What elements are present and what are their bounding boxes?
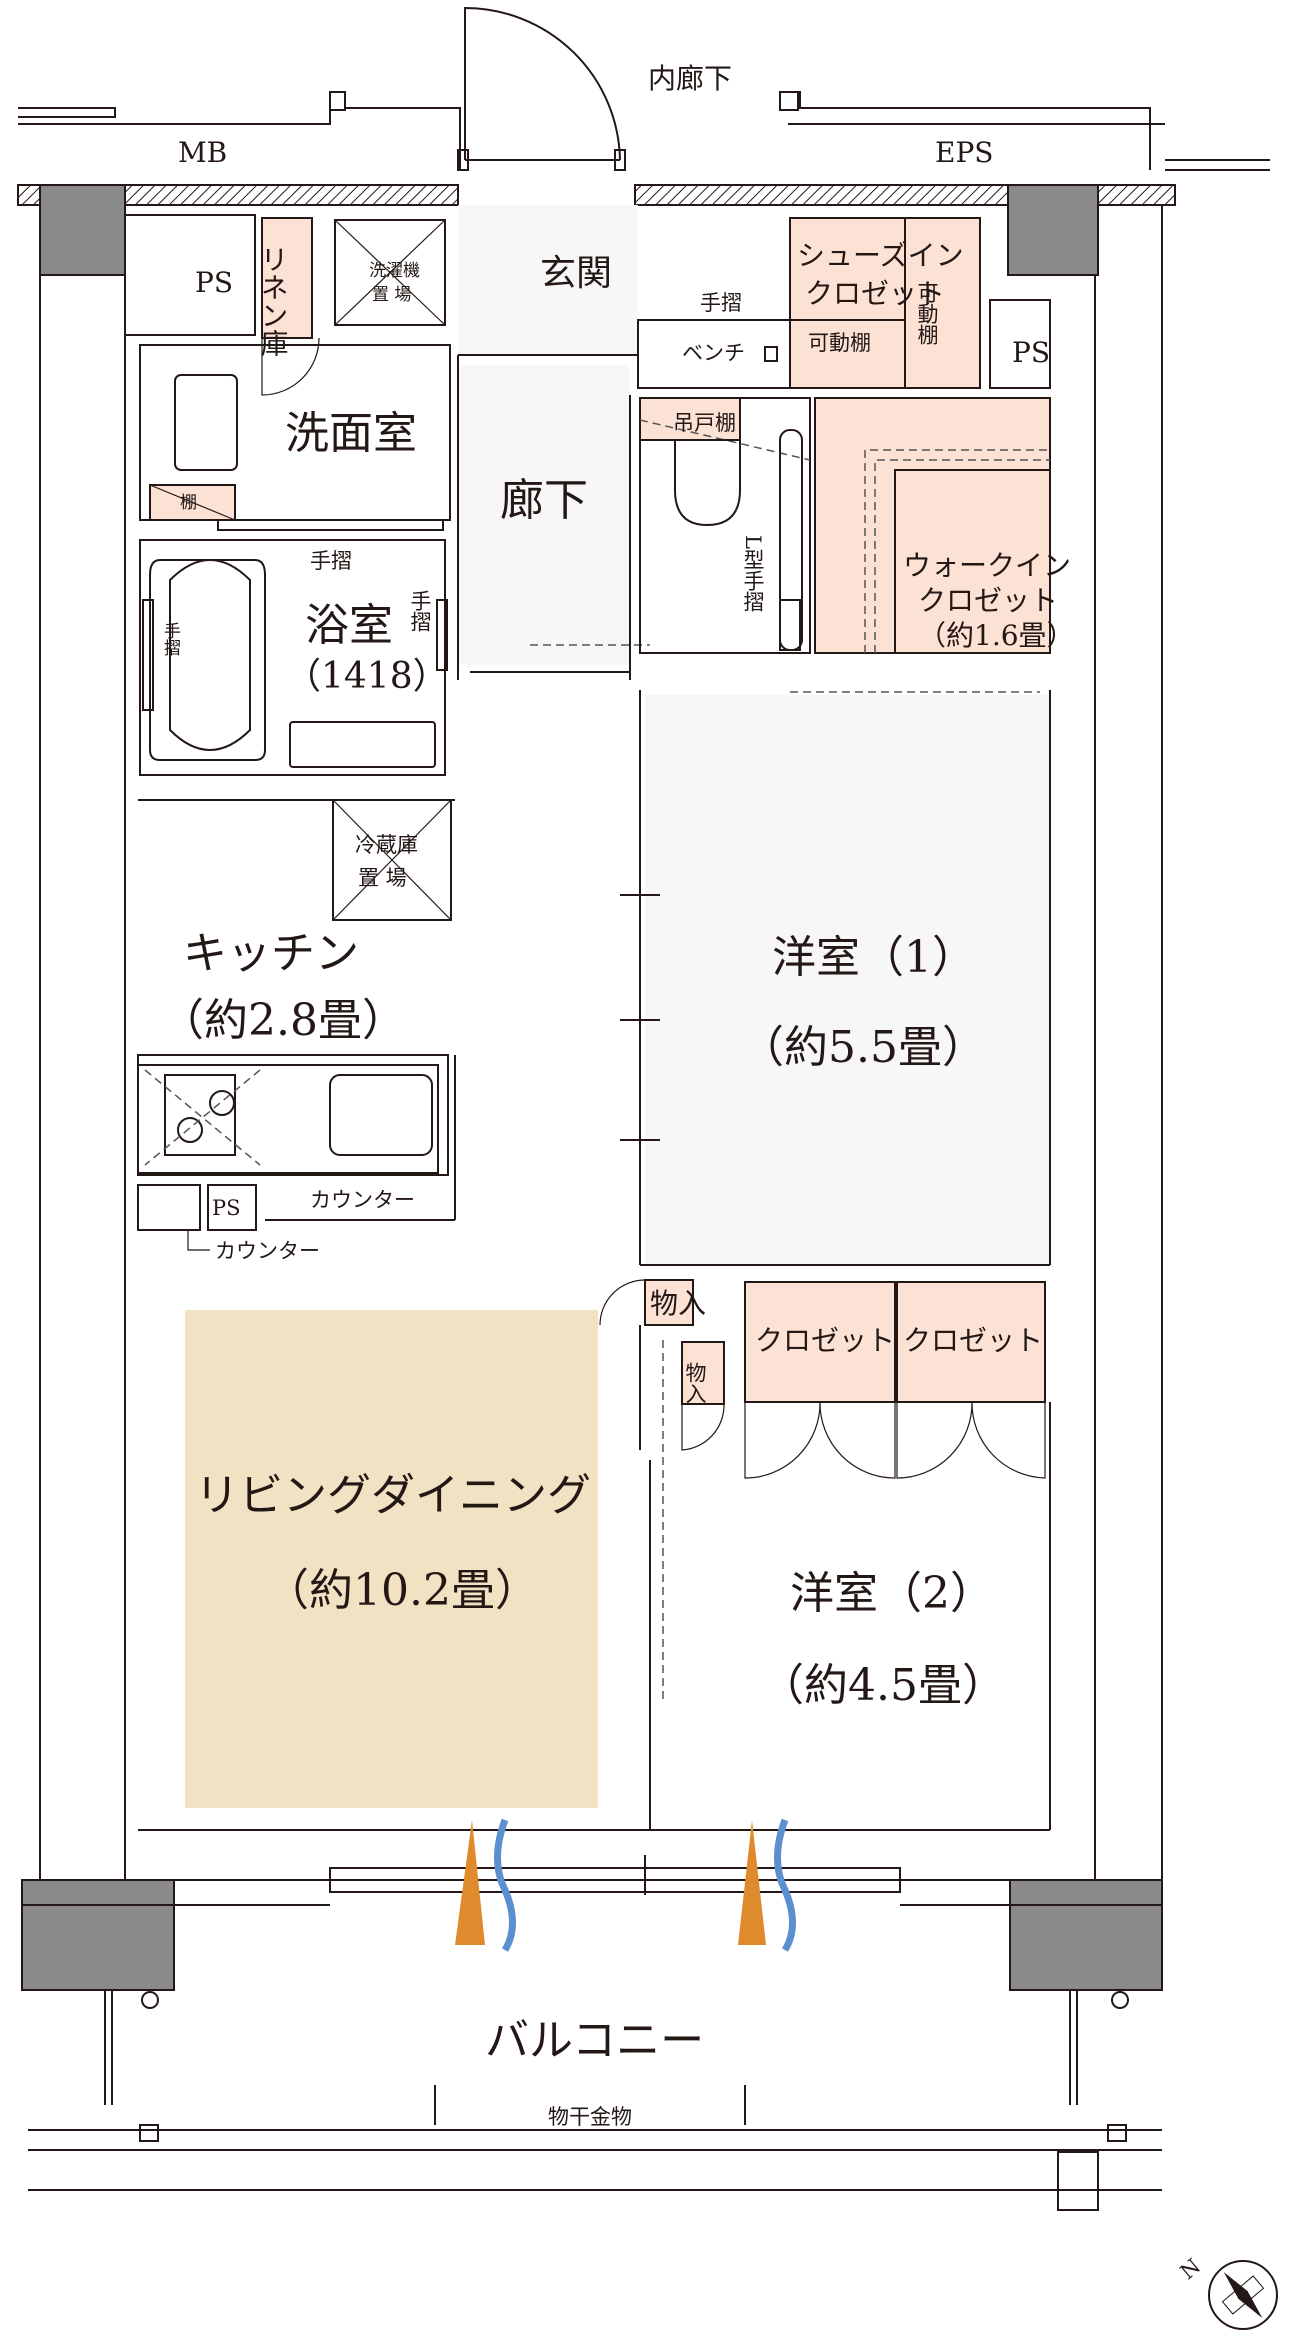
label-ldk-size: （約10.2畳） xyxy=(265,1565,539,1616)
kitchen xyxy=(137,799,456,1251)
labels: 内廊下 MB EPS PS リネン庫 洗濯機 置 場 玄関 シューズイン クロゼ… xyxy=(160,62,1205,2284)
label-ps-kitchen: PS xyxy=(212,1196,241,1220)
label-movable-shelf: 可動棚 xyxy=(808,331,871,355)
label-hanging-shelf: 吊戸棚 xyxy=(673,411,736,435)
label-fridge-2: 置 場 xyxy=(358,866,407,890)
label-western-1-size: （約5.5畳） xyxy=(740,1022,986,1073)
label-fridge-1: 冷蔵庫 xyxy=(355,833,418,857)
label-ps-top-left: PS xyxy=(195,266,233,299)
label-kitchen-size: （約2.8畳） xyxy=(160,995,406,1046)
structural-columns xyxy=(21,184,1163,1991)
kitchen-sink-icon xyxy=(329,1074,433,1156)
linen-storage xyxy=(261,217,320,396)
label-shoes-closet-1: シューズイン xyxy=(797,239,964,272)
closets xyxy=(744,1281,1046,1479)
sliding-windows xyxy=(329,1855,901,1895)
label-eps: EPS xyxy=(935,136,993,169)
label-wic-3: （約1.6畳） xyxy=(918,619,1075,652)
label-washroom: 洗面室 xyxy=(285,408,417,459)
label-bath: 浴室 xyxy=(305,600,393,651)
airflow-icon xyxy=(455,1818,796,1952)
label-washer-1: 洗濯機 xyxy=(369,261,420,281)
storage-units xyxy=(599,1279,725,1451)
label-handrail-bath-left: 手摺 xyxy=(160,622,181,657)
label-wic-2: クロゼット xyxy=(918,584,1058,617)
label-shelf: 棚 xyxy=(180,493,197,513)
stove-icon xyxy=(164,1074,236,1156)
entrance xyxy=(458,205,638,356)
label-north: N xyxy=(1176,2254,1206,2284)
label-counter-2: カウンター xyxy=(215,1239,320,1263)
outer-walls xyxy=(22,205,1163,1906)
washer-area xyxy=(334,219,446,326)
sink-icon xyxy=(174,374,238,471)
label-closet-1: クロゼット xyxy=(755,1324,895,1357)
exterior-top xyxy=(17,6,1270,206)
label-bench: ベンチ xyxy=(682,341,745,365)
label-ldk: リビングダイニング xyxy=(195,1470,591,1521)
label-movable-shelf-vertical: 可動棚 xyxy=(915,282,939,345)
washroom xyxy=(139,344,451,531)
bathtub-icon xyxy=(149,559,266,761)
label-l-handrail: L型手摺 xyxy=(741,535,765,612)
fridge-space xyxy=(332,799,452,921)
label-kitchen: キッチン xyxy=(183,928,359,979)
label-closet-2: クロゼット xyxy=(903,1324,1043,1357)
label-balcony: バルコニー xyxy=(485,2015,704,2066)
label-storage-1: 物入 xyxy=(650,1287,706,1320)
western-room-1 xyxy=(620,690,1051,1266)
label-handrail-bath-top: 手摺 xyxy=(310,549,352,573)
label-drying-hardware: 物干金物 xyxy=(548,2105,632,2129)
bathroom xyxy=(139,539,448,776)
toilet-icon xyxy=(674,439,741,527)
label-handrail-bath-right: 手摺 xyxy=(408,590,432,632)
label-washer-2: 置 場 xyxy=(372,285,411,305)
label-corridor: 廊下 xyxy=(500,475,588,526)
label-ps-right: PS xyxy=(1012,336,1050,369)
label-western-2: 洋室（2） xyxy=(790,1568,994,1619)
label-linen: リネン庫 xyxy=(257,245,290,357)
walk-in-closet xyxy=(790,397,1051,693)
door-swing-icon xyxy=(464,6,621,161)
label-western-1: 洋室（1） xyxy=(772,932,976,983)
label-wic-1: ウォークイン xyxy=(903,549,1071,582)
label-entrance: 玄関 xyxy=(540,253,612,294)
ps-top-left xyxy=(124,214,256,336)
compass-icon xyxy=(1208,2260,1278,2330)
label-inner-corridor: 内廊下 xyxy=(648,62,732,95)
label-shoes-closet-2: クロゼット xyxy=(805,277,945,310)
ps-right xyxy=(989,299,1051,389)
label-western-2-size: （約4.5畳） xyxy=(760,1660,1006,1711)
balcony xyxy=(28,1990,1162,2211)
label-counter-1: カウンター xyxy=(310,1188,415,1212)
label-storage-2: 物入 xyxy=(683,1362,707,1404)
label-handrail-entrance: 手摺 xyxy=(700,291,742,315)
corridor xyxy=(457,355,650,680)
western-room-2 xyxy=(650,1402,1051,1831)
toilet-room xyxy=(639,397,811,654)
shoes-closet xyxy=(637,217,981,389)
label-bath-size: （1418） xyxy=(285,656,449,697)
label-mb: MB xyxy=(178,136,227,169)
living-dining xyxy=(138,1310,664,1831)
